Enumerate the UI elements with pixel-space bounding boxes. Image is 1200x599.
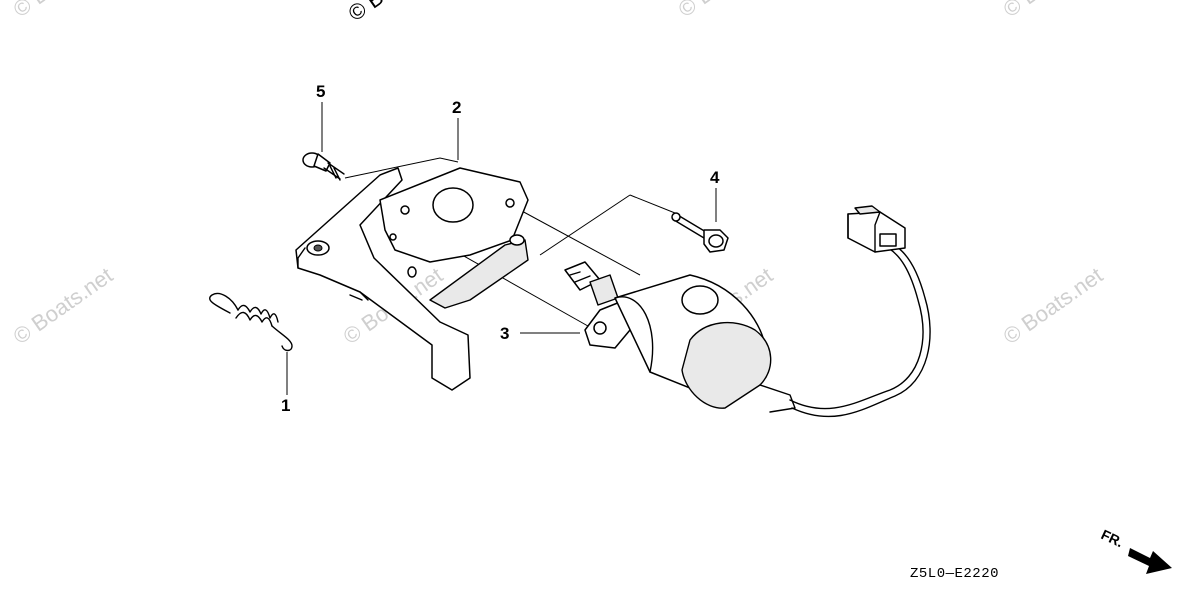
callouts: 5 2 4 3 1 <box>281 82 720 415</box>
flange-bolt-part-5 <box>302 152 345 181</box>
bracket-part-2 <box>295 167 529 391</box>
watermarks: © Boats.net © Boats.net © Boats.net © Bo… <box>9 0 1108 349</box>
callout-number: 1 <box>281 396 290 415</box>
callout-number: 5 <box>316 82 325 101</box>
front-label: FR. <box>1099 526 1126 550</box>
callout-number: 4 <box>710 168 720 187</box>
watermark: © Boats.net <box>674 0 783 22</box>
watermark: © Boats.net <box>9 0 118 22</box>
front-indicator: FR. <box>1099 526 1172 574</box>
bolt-part-4 <box>671 212 729 253</box>
watermark: © Boats.net <box>344 0 453 26</box>
watermark: © Boats.net <box>999 0 1108 22</box>
solenoid-part-3 <box>564 205 931 418</box>
diagram-code: Z5L0—E2220 <box>910 566 999 582</box>
arrow-icon <box>1128 548 1172 574</box>
callout-number: 3 <box>500 324 509 343</box>
watermark: © Boats.net <box>999 262 1108 349</box>
callout-number: 2 <box>452 98 461 117</box>
watermark: © Boats.net <box>9 262 118 349</box>
spring-part-1 <box>209 292 293 352</box>
